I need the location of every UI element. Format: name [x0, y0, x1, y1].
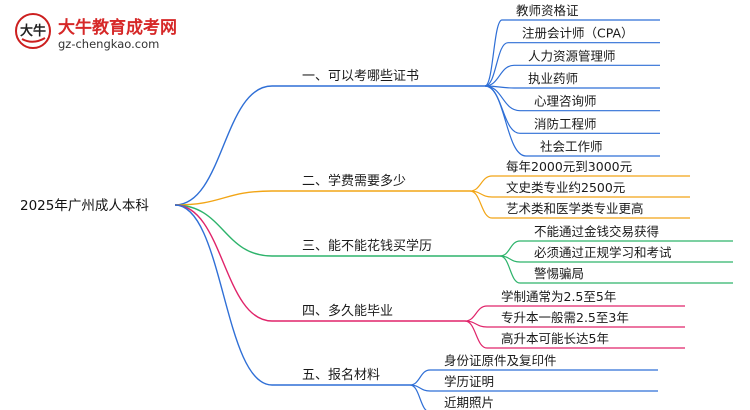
leaf-topic[interactable]: 文史类专业约2500元: [506, 180, 625, 195]
leaf-connector: [499, 255, 521, 284]
logo-title: 大牛教育成考网: [58, 18, 177, 38]
leaf-connector: [469, 175, 493, 192]
branch-connector: [174, 85, 273, 206]
leaf-topic[interactable]: 心理咨询师: [534, 94, 597, 109]
leaf-topic[interactable]: 注册会计师（CPA）: [522, 26, 634, 41]
leaf-topic[interactable]: 必须通过正规学习和考试: [534, 245, 672, 260]
leaf-connector: [499, 240, 521, 257]
leaf-topic[interactable]: 消防工程师: [534, 116, 597, 131]
leaf-connector: [484, 19, 503, 87]
site-logo[interactable]: 大牛 大牛教育成考网 gz-chengkao.com: [8, 8, 208, 56]
leaf-connector: [464, 320, 488, 349]
leaf-topic[interactable]: 近期照片: [444, 395, 494, 410]
leaf-connector: [469, 190, 493, 219]
leaf-topic[interactable]: 学历证明: [444, 374, 494, 389]
leaf-topic[interactable]: 每年2000元到3000元: [506, 159, 632, 174]
logo-url: gz-chengkao.com: [58, 37, 160, 51]
root-topic[interactable]: 2025年广州成人本科: [20, 198, 149, 214]
leaf-connector: [484, 85, 521, 112]
branch-connector: [174, 204, 273, 322]
branch-connector: [174, 204, 273, 257]
leaf-topic[interactable]: 高升本可能长达5年: [501, 331, 609, 346]
leaf-connector: [409, 369, 431, 386]
leaf-topic[interactable]: 执业药师: [528, 71, 578, 86]
leaf-connector: [484, 42, 509, 87]
logo-mark-icon: 大牛: [15, 13, 51, 49]
leaf-topic[interactable]: 身份证原件及复印件: [444, 353, 557, 368]
branch-topic[interactable]: 一、可以考哪些证书: [302, 69, 419, 84]
leaf-connector: [409, 384, 427, 410]
leaf-connector: [484, 64, 515, 87]
branch-topic[interactable]: 三、能不能花钱买学历: [302, 238, 432, 254]
leaf-topic[interactable]: 专升本一般需2.5至3年: [501, 310, 629, 325]
leaf-connector: [484, 85, 527, 157]
leaf-topic[interactable]: 艺术类和医学类专业更高: [506, 201, 644, 216]
branch-topic[interactable]: 四、多久能毕业: [302, 303, 393, 319]
branch-topic[interactable]: 五、报名材料: [302, 367, 380, 383]
leaf-topic[interactable]: 社会工作师: [540, 139, 603, 154]
branch-connector: [174, 204, 273, 386]
branch-connector: [174, 190, 273, 206]
leaf-topic[interactable]: 人力资源管理师: [528, 48, 616, 63]
leaf-topic[interactable]: 学制通常为2.5至5年: [501, 289, 616, 304]
leaf-topic[interactable]: 教师资格证: [516, 3, 579, 18]
branch-topic[interactable]: 二、学费需要多少: [302, 173, 406, 189]
logo-mark-text: 大牛: [20, 23, 46, 39]
leaf-connector: [464, 305, 488, 322]
leaf-topic[interactable]: 警惕骗局: [534, 266, 584, 281]
leaf-topic[interactable]: 不能通过金钱交易获得: [534, 224, 659, 239]
